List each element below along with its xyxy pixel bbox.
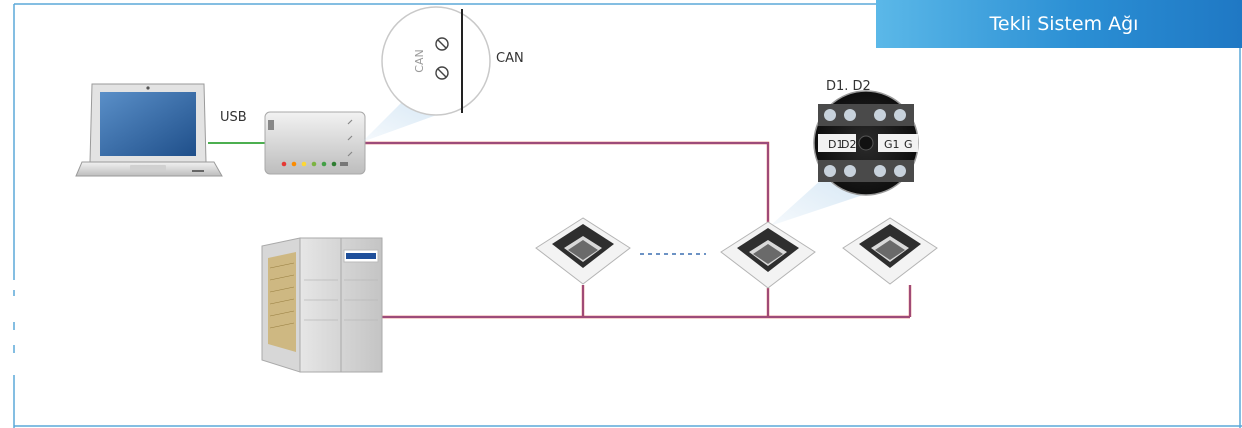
- outdoor-unit-icon: [261, 237, 383, 373]
- gateway-device-icon: [264, 111, 366, 175]
- can-label: CAN: [496, 51, 524, 66]
- terminal-d1-label: D1: [828, 138, 843, 151]
- usb-label: USB: [220, 110, 247, 125]
- indoor-unit-2-icon: [720, 221, 816, 289]
- terminal-d2-label: D2: [841, 138, 856, 151]
- can-bus-wire: [365, 141, 770, 225]
- d1-d2-label: D1. D2: [826, 79, 871, 94]
- can-zoom-vertical-label: CAN: [413, 49, 426, 72]
- can-zoom-circle: [381, 6, 491, 116]
- diagram-frame: [13, 3, 1242, 428]
- terminal-g-label: G: [904, 138, 913, 151]
- page-title: Tekli Sistem Ağı: [989, 13, 1139, 35]
- terminal-zoom-circle: [813, 90, 919, 196]
- terminal-g1-label: G1: [884, 138, 900, 151]
- title-banner: Tekli Sistem Ağı: [876, 0, 1242, 48]
- indoor-unit-1-icon: [535, 217, 631, 285]
- laptop-icon: [75, 83, 223, 177]
- indoor-unit-3-icon: [842, 217, 938, 285]
- indoor-bus-wire: [382, 285, 912, 319]
